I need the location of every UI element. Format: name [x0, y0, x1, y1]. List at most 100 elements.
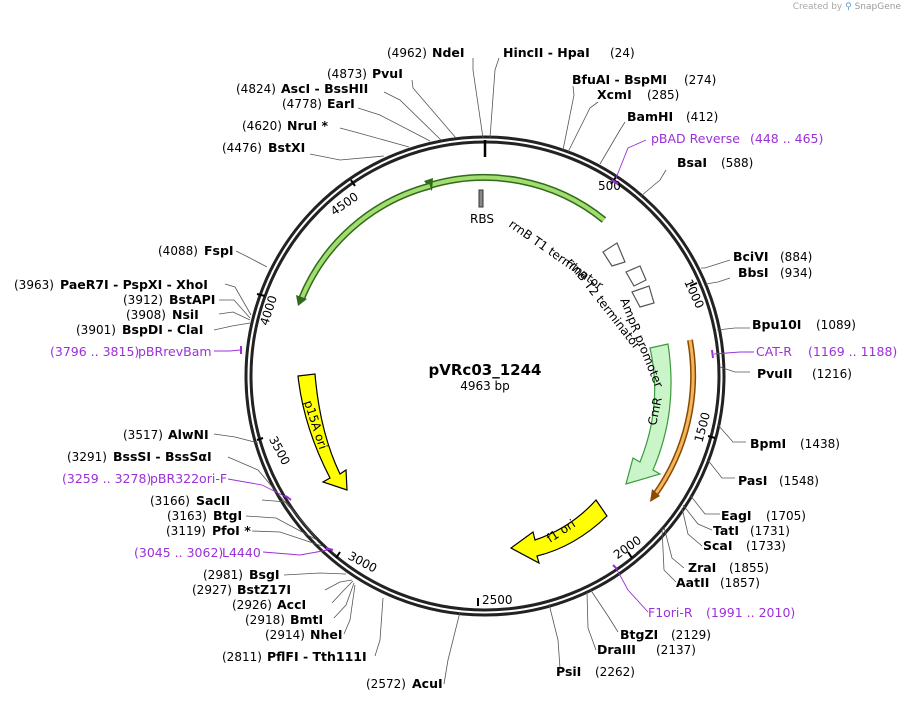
site-name: Bpu10I	[752, 317, 801, 332]
f1-ori-arrow	[509, 499, 608, 565]
site-pos: (4620)	[242, 119, 282, 133]
orange-arc-arrowhead	[650, 489, 660, 502]
site-pos: (2926)	[232, 598, 272, 612]
site-pos: (3163)	[167, 509, 207, 523]
site-name: AatII	[676, 575, 709, 590]
primer-range: (3796 .. 3815)	[50, 344, 139, 359]
site-pos: (4778)	[282, 97, 322, 111]
site-pos: (1438)	[800, 437, 840, 451]
site-pos: (588)	[721, 156, 753, 170]
plasmid-length: 4963 bp	[460, 379, 510, 393]
tick-label: 2500	[482, 593, 513, 607]
site-pos: (4824)	[236, 82, 276, 96]
site-pos: (285)	[647, 88, 679, 102]
site-pos: (2262)	[595, 665, 635, 679]
credit-text: Created by	[792, 2, 843, 12]
site-pos: (4088)	[158, 244, 198, 258]
site-name: NdeI	[432, 45, 465, 60]
site-name: PaeR7I - PspXI - XhoI	[60, 277, 208, 292]
site-pos: (2572)	[366, 677, 406, 691]
site-pos: (2914)	[265, 628, 305, 642]
site-pos: (2927)	[192, 583, 232, 597]
site-name: BtgI	[213, 508, 242, 523]
site-pos: (1733)	[746, 539, 786, 553]
restriction-sites: (4962) NdeI HincII - HpaI (24) (4873) Pv…	[14, 45, 897, 691]
site-name: ScaI	[703, 538, 733, 553]
primer-range: (1169 .. 1188)	[808, 344, 897, 359]
site-pos: (1855)	[729, 561, 769, 575]
site-name: BspDI - ClaI	[122, 322, 203, 337]
site-pos: (1857)	[720, 576, 760, 590]
site-pos: (1705)	[766, 509, 806, 523]
rrnb-t1-marker	[602, 242, 626, 267]
site-name: AlwNI	[168, 427, 209, 442]
snapgene-credit: Created by ⚲ SnapGene	[793, 2, 901, 12]
left-arc-arrowhead	[296, 295, 307, 306]
feature-label-p15a-ori: p15A ori	[301, 399, 330, 451]
ampr-promoter-marker	[631, 285, 655, 308]
site-name: BamHI	[627, 109, 673, 124]
site-name: PflFI - Tth111I	[267, 649, 367, 664]
orange-arc-fill	[652, 339, 695, 497]
tick-label: 3000	[346, 549, 380, 576]
site-name: PsiI	[556, 664, 581, 679]
site-name: AcuI	[412, 676, 443, 691]
site-pos: (3901)	[76, 323, 116, 337]
site-pos: (1089)	[816, 318, 856, 332]
rbs-marker	[478, 189, 484, 208]
leader-lines	[213, 57, 750, 685]
site-pos: (2981)	[203, 568, 243, 582]
site-pos: (3963)	[14, 278, 54, 292]
site-pos: (1731)	[750, 524, 790, 538]
site-name: HincII - HpaI	[503, 45, 590, 60]
plasmid-name: pVRc03_1244	[429, 361, 542, 379]
primer-range: (448 .. 465)	[750, 131, 823, 146]
site-name: BmtI	[290, 612, 323, 627]
site-name: BfuAI - BspMI	[572, 72, 667, 87]
site-name: BsgI	[249, 567, 280, 582]
site-name: XcmI	[597, 87, 632, 102]
site-name: SacII	[196, 493, 230, 508]
site-pos: (3908)	[126, 308, 166, 322]
site-name: BtgZI	[620, 627, 658, 642]
site-name: BbsI	[738, 265, 769, 280]
primer-name: pBR322ori-F	[150, 471, 227, 486]
site-name: TatI	[713, 523, 739, 538]
site-pos: (2129)	[671, 628, 711, 642]
site-name: NsiI	[172, 307, 199, 322]
left-arc-fill	[299, 184, 431, 301]
site-pos: (3166)	[150, 494, 190, 508]
site-name: BssSI - BssSαI	[113, 449, 212, 464]
primer-leader-lines	[214, 139, 754, 613]
site-pos: (2918)	[245, 613, 285, 627]
site-pos: (4873)	[327, 67, 367, 81]
site-pos: (274)	[684, 73, 716, 87]
site-pos: (3912)	[123, 293, 163, 307]
rrnb-t2-marker	[625, 265, 647, 287]
site-name: NheI	[310, 627, 343, 642]
site-name: AscI - BssHII	[281, 81, 368, 96]
feature-label-cmr: CmR	[645, 396, 665, 427]
primer-marks	[240, 179, 714, 570]
site-name: PasI	[738, 473, 767, 488]
site-name: NruI *	[287, 118, 329, 133]
site-pos: (884)	[780, 250, 812, 264]
tick-label: 4000	[257, 294, 280, 327]
tick-label: 500	[598, 179, 621, 193]
primer-name: pBRrevBam	[138, 344, 212, 359]
tick-label: 4500	[328, 190, 361, 219]
site-pos: (4476)	[222, 141, 262, 155]
site-name: BciVI	[733, 249, 769, 264]
site-name: BstZ17I	[237, 582, 291, 597]
site-name: BstAPI	[169, 292, 215, 307]
site-pos: (934)	[780, 266, 812, 280]
site-name: BsaI	[677, 155, 707, 170]
site-pos: (4962)	[387, 46, 427, 60]
site-name: EarI	[327, 96, 355, 111]
site-pos: (2137)	[656, 643, 696, 657]
primer-name: F1ori-R	[648, 605, 693, 620]
p15a-ori-arrow	[297, 373, 348, 491]
tick-label: 3500	[266, 434, 293, 468]
site-pos: (412)	[686, 110, 718, 124]
primer-range: (3259 .. 3278)	[62, 471, 151, 486]
